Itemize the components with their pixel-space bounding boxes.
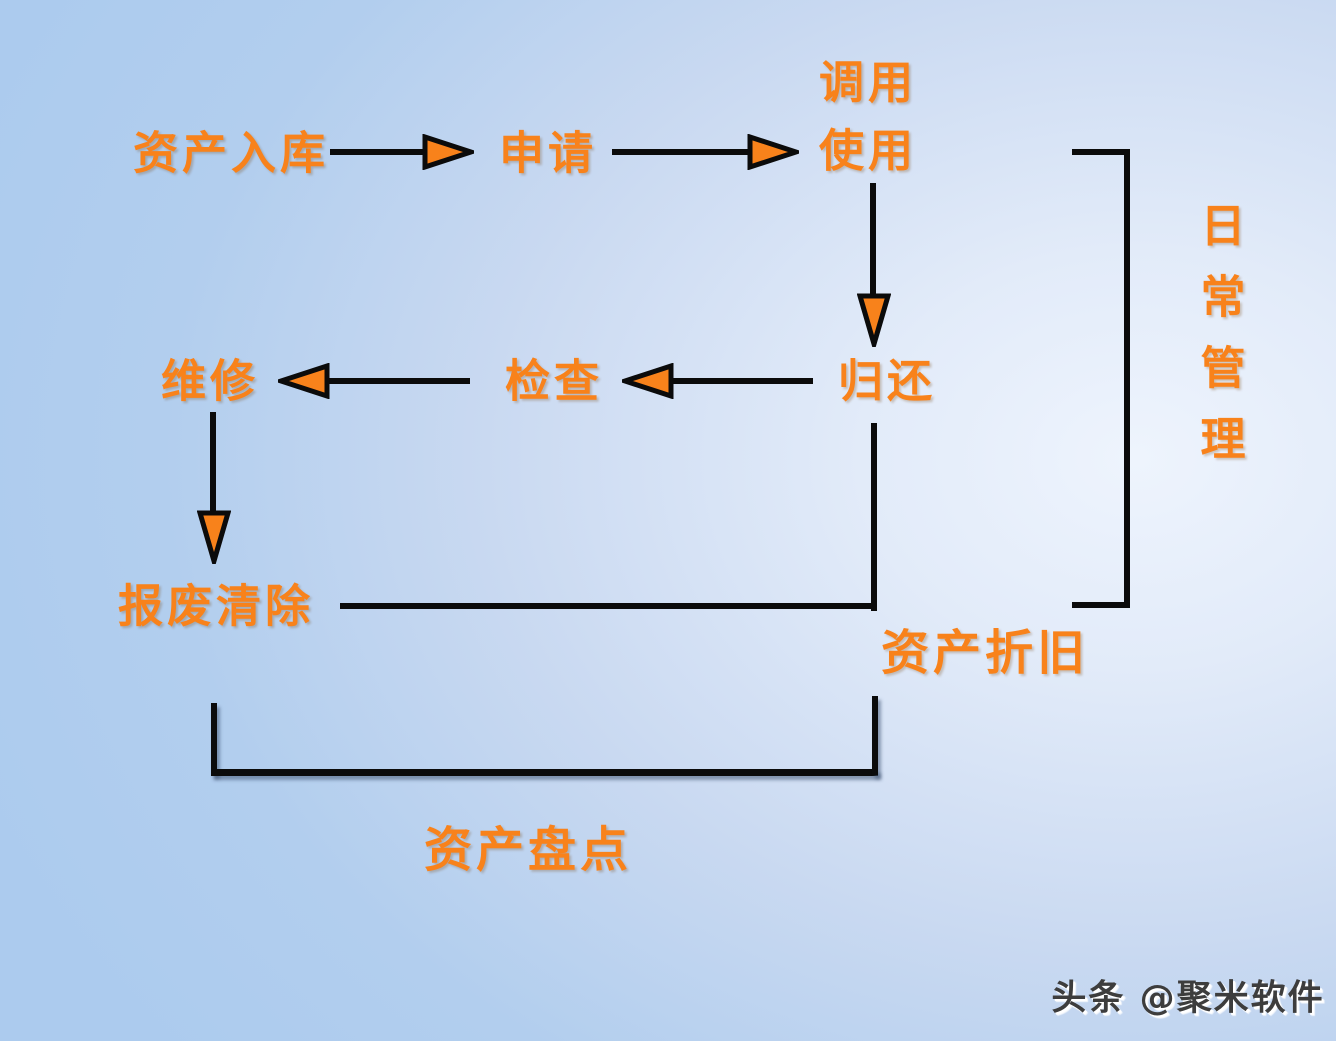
bracket-top-line	[1072, 149, 1130, 155]
arrow-apply-use-head-icon	[747, 134, 799, 170]
node-inspect: 检查	[504, 354, 604, 408]
label-depreciation: 资产折旧	[880, 625, 1090, 681]
node-apply: 申请	[498, 126, 598, 180]
node-use: 调用 使用	[819, 49, 917, 185]
arrow-inspect-repair-line	[325, 378, 470, 384]
bracket-vertical-line	[1124, 149, 1130, 608]
arrow-inbound-apply-line	[330, 149, 430, 155]
watermark: 头条 @聚米软件	[1051, 978, 1325, 1019]
u-connector-bottom-line	[211, 769, 878, 776]
node-use-line2: 使用	[818, 124, 918, 177]
arrow-apply-use-line	[612, 149, 752, 155]
arrow-return-inspect-line	[668, 378, 813, 384]
u-connector-left-line	[211, 703, 217, 775]
node-return: 归还	[837, 354, 937, 408]
node-asset-inbound: 资产入库	[132, 126, 330, 180]
arrow-inbound-apply-head-icon	[422, 134, 474, 170]
connector-scrap-right-line	[340, 603, 877, 609]
node-repair: 维修	[160, 354, 260, 408]
node-use-line1: 调用	[818, 56, 918, 109]
u-connector-right-line	[872, 696, 878, 775]
arrow-repair-scrap-head-icon	[197, 510, 231, 564]
arrow-repair-scrap-line	[210, 412, 216, 515]
arrow-inspect-repair-head-icon	[278, 363, 330, 399]
connector-return-down-line	[871, 423, 877, 611]
label-inventory: 资产盘点	[423, 822, 633, 878]
arrow-use-return-line	[870, 183, 876, 298]
arrow-return-inspect-head-icon	[622, 363, 674, 399]
node-scrap: 报废清除	[117, 579, 315, 633]
label-daily-management: 日常管理	[1192, 202, 1246, 486]
bracket-bottom-line	[1072, 602, 1130, 608]
arrow-use-return-head-icon	[857, 293, 891, 347]
